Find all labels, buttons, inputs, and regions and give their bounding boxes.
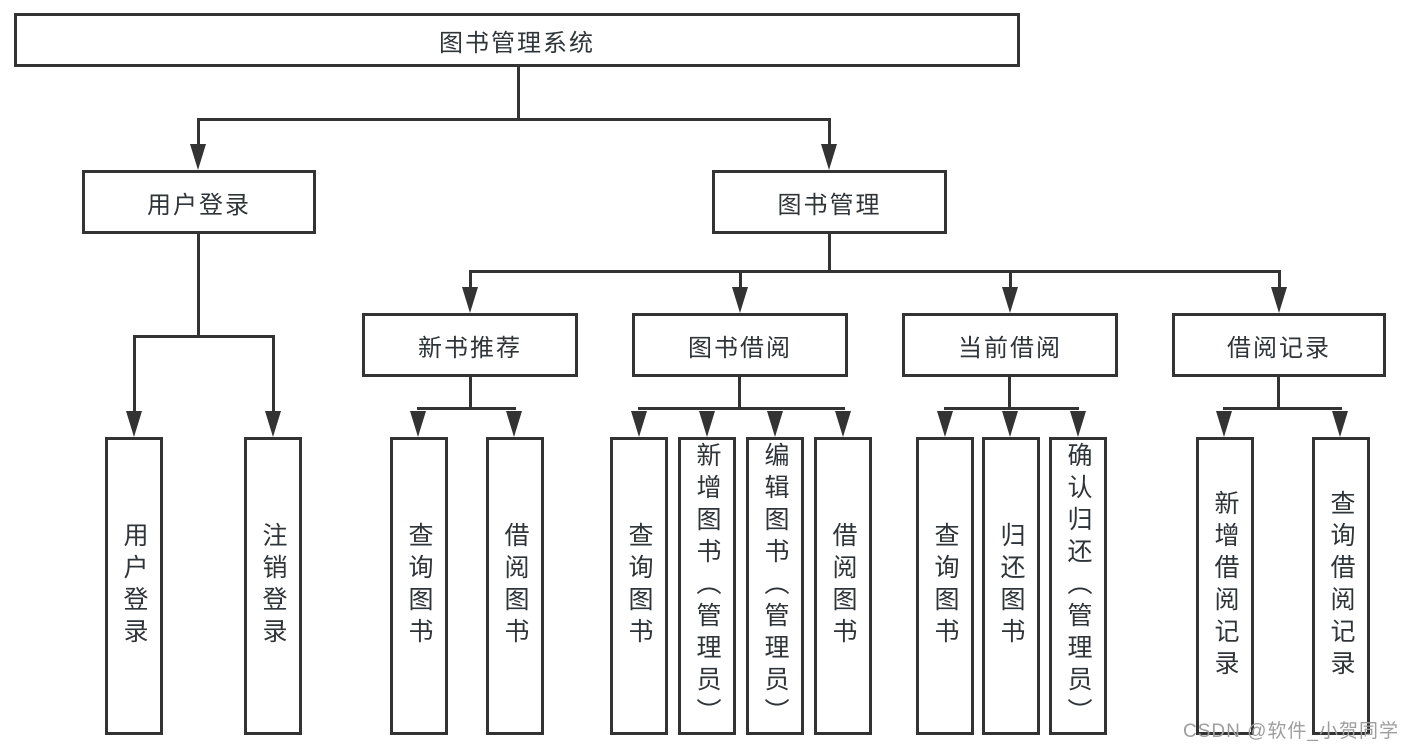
leaf-query-book-current: 查询图书: [916, 437, 974, 735]
arrow-down-icon: [190, 144, 206, 170]
leaf-add-book-admin: 新增图书（管理员）: [678, 437, 736, 735]
node-borrow-records: 借阅记录: [1172, 313, 1386, 377]
node-library-management-system: 图书管理系统: [14, 13, 1020, 67]
node-book-management: 图书管理: [712, 170, 947, 234]
leaf-user-login: 用户登录: [105, 437, 163, 735]
arrow-down-icon: [1332, 411, 1348, 437]
leaf-query-book-borrow: 查询图书: [610, 437, 668, 735]
arrow-down-icon: [126, 411, 142, 437]
leaf-borrow-book-recommend: 借阅图书: [486, 437, 544, 735]
arrow-down-icon: [1070, 411, 1086, 437]
arrow-down-icon: [265, 411, 281, 437]
leaf-logout-login: 注销登录: [244, 437, 302, 735]
node-user-login: 用户登录: [82, 170, 316, 234]
arrow-down-icon: [410, 411, 426, 437]
connector-level1-rail: [197, 118, 831, 121]
arrow-down-icon: [821, 144, 837, 170]
connector-records-stub: [1277, 377, 1280, 410]
arrow-down-icon: [937, 411, 953, 437]
node-new-book-recommend: 新书推荐: [362, 313, 578, 377]
connector-level2-rail: [469, 270, 1281, 273]
arrow-down-icon: [835, 411, 851, 437]
leaf-borrow-book: 借阅图书: [814, 437, 872, 735]
leaf-confirm-return-admin: 确认归还（管理员）: [1049, 437, 1107, 735]
connector-recommend-rail: [417, 407, 516, 410]
connector-records-rail: [1223, 407, 1342, 410]
connector-drop-logout-leaf: [272, 335, 275, 413]
csdn-watermark: CSDN @软件_小贺同学: [1183, 721, 1399, 742]
connector-login-rail: [133, 335, 275, 338]
leaf-edit-book-admin: 编辑图书（管理员）: [746, 437, 804, 735]
connector-current-rail: [944, 407, 1079, 410]
arrow-down-icon: [631, 411, 647, 437]
arrow-down-icon: [1271, 287, 1287, 313]
connector-drop-book-management: [828, 118, 831, 148]
connector-borrow-rail: [638, 407, 845, 410]
connector-recommend-stub: [469, 377, 472, 410]
leaf-query-borrow-record: 查询借阅记录: [1312, 437, 1370, 735]
node-book-borrow: 图书借阅: [632, 313, 848, 377]
connector-management-stub: [828, 234, 831, 273]
connector-drop-recommend: [469, 270, 472, 291]
connector-drop-borrow: [739, 270, 742, 291]
leaf-return-book: 归还图书: [982, 437, 1040, 735]
arrow-down-icon: [699, 411, 715, 437]
leaf-add-borrow-record: 新增借阅记录: [1196, 437, 1254, 735]
connector-drop-user-login: [197, 118, 200, 148]
node-current-borrow: 当前借阅: [902, 313, 1118, 377]
arrow-down-icon: [1216, 411, 1232, 437]
connector-drop-current: [1009, 270, 1012, 291]
connector-drop-records: [1278, 270, 1281, 291]
connector-borrow-stub: [738, 377, 741, 410]
arrow-down-icon: [462, 287, 478, 313]
connector-current-stub: [1008, 377, 1011, 410]
arrow-down-icon: [767, 411, 783, 437]
arrow-down-icon: [506, 411, 522, 437]
connector-root-stub: [517, 67, 520, 118]
arrow-down-icon: [1002, 411, 1018, 437]
arrow-down-icon: [1002, 287, 1018, 313]
connector-drop-login-leaf: [133, 335, 136, 413]
leaf-query-book-recommend: 查询图书: [390, 437, 448, 735]
arrow-down-icon: [732, 287, 748, 313]
connector-login-stub: [197, 234, 200, 335]
